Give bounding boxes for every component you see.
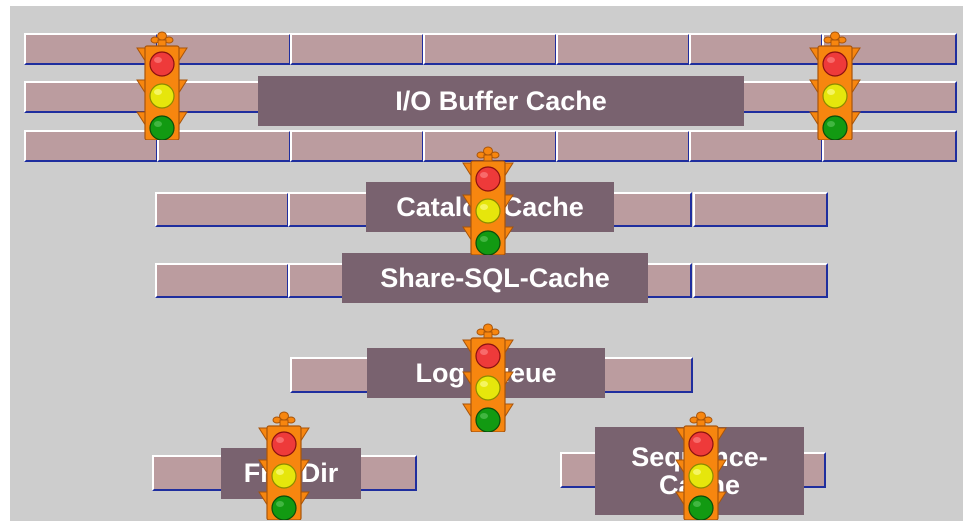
brick bbox=[693, 192, 828, 227]
io-buffer-cache-label: I/O Buffer Cache bbox=[258, 76, 744, 126]
diagram-canvas: I/O Buffer Cache Catalog Cache Share-SQL… bbox=[10, 6, 963, 521]
brick bbox=[290, 130, 424, 162]
traffic-light-icon bbox=[675, 411, 727, 520]
brick bbox=[423, 33, 557, 65]
brick bbox=[24, 130, 158, 162]
brick bbox=[689, 33, 823, 65]
traffic-light-icon bbox=[258, 411, 310, 520]
brick bbox=[155, 263, 289, 298]
brick bbox=[290, 33, 424, 65]
brick bbox=[24, 81, 158, 113]
traffic-light-icon bbox=[809, 31, 861, 140]
traffic-light-icon bbox=[462, 323, 514, 432]
brick bbox=[689, 130, 823, 162]
traffic-light-icon bbox=[136, 31, 188, 140]
share-sql-cache-label: Share-SQL-Cache bbox=[342, 253, 648, 303]
brick bbox=[24, 33, 158, 65]
traffic-light-icon bbox=[462, 146, 514, 255]
brick bbox=[693, 263, 828, 298]
brick bbox=[556, 130, 690, 162]
brick bbox=[155, 192, 289, 227]
brick bbox=[556, 33, 690, 65]
